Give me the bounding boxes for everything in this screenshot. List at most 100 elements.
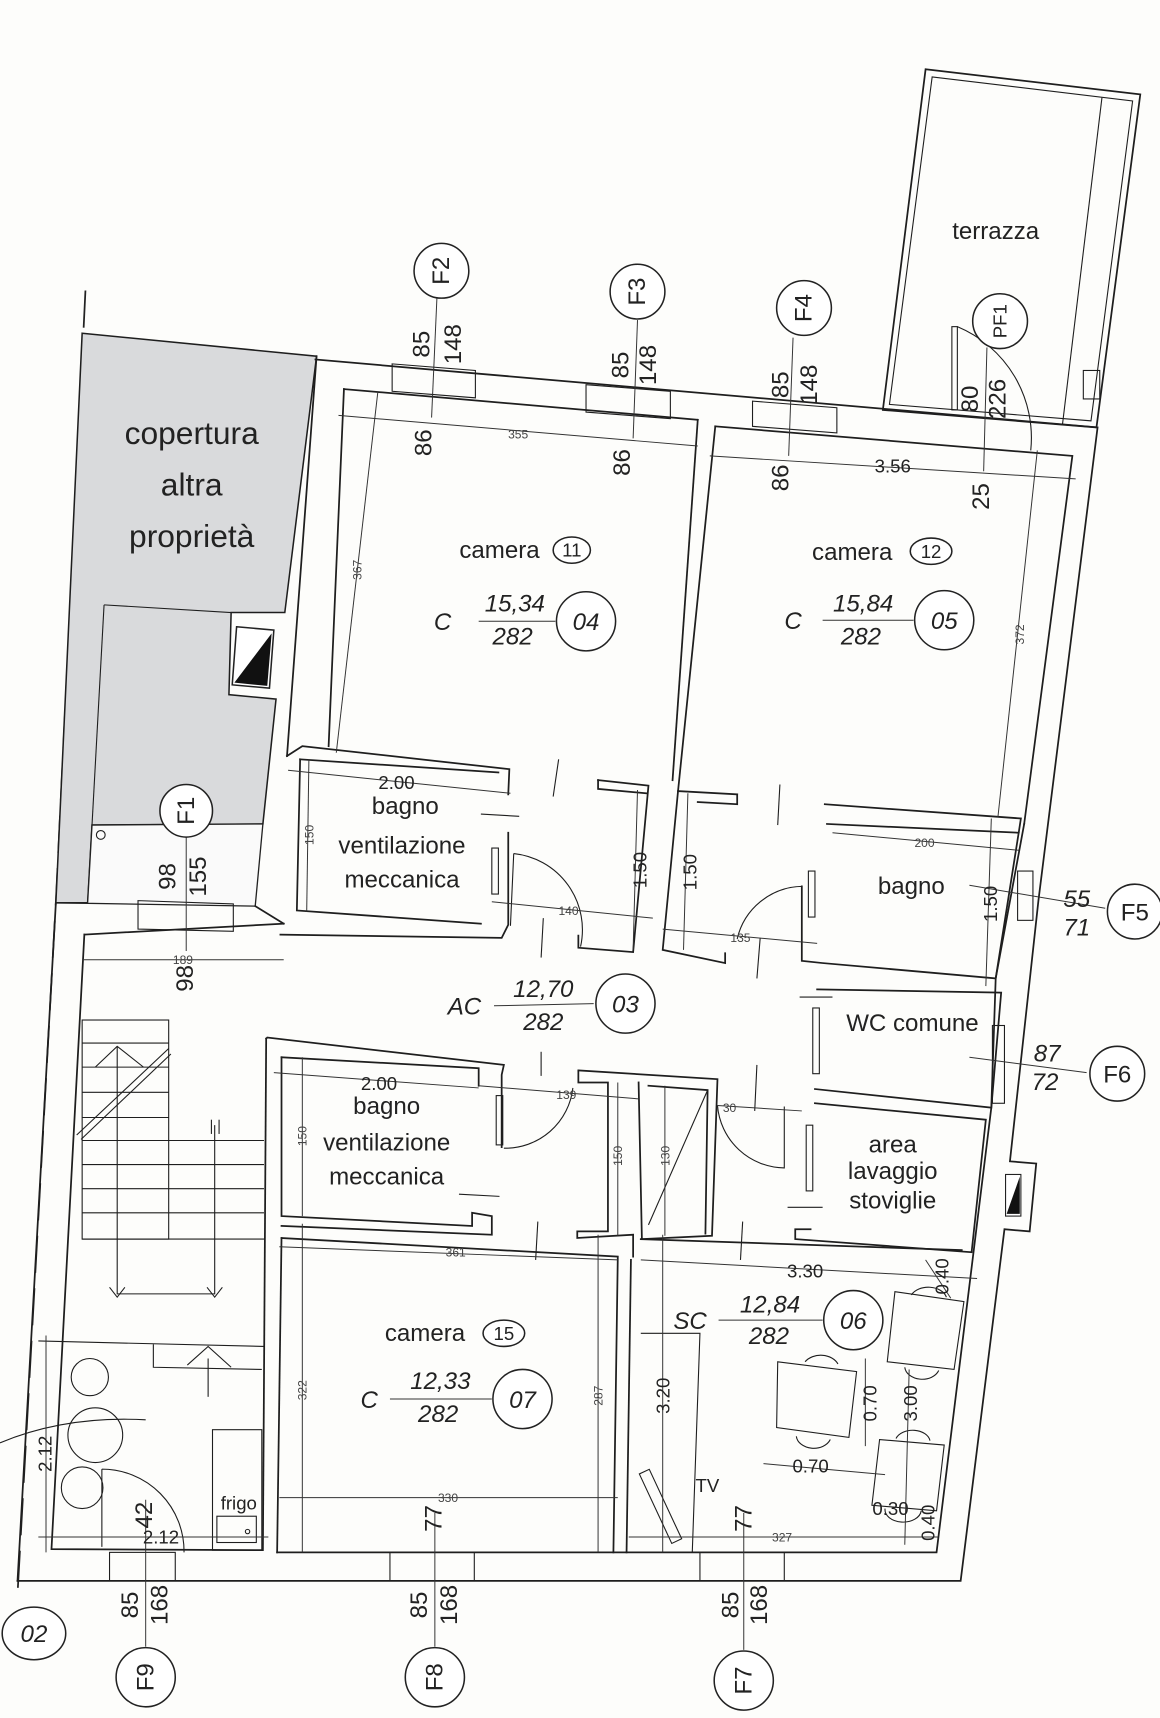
room-lavaggio: area lavaggio stoviglie xyxy=(848,1132,938,1215)
window-width: 87 xyxy=(1034,1041,1062,1068)
window-id: F5 xyxy=(1121,899,1149,926)
window-id: F7 xyxy=(730,1666,757,1694)
window-sill: 86 xyxy=(411,429,438,456)
room-label-line: ventilazione xyxy=(323,1129,450,1156)
dim-label: 372 xyxy=(1013,624,1027,644)
window-height: 148 xyxy=(796,365,823,405)
windows xyxy=(108,363,1034,1582)
window-tag-F1: F1 98 155 98 xyxy=(154,783,214,992)
dim-label: 0.70 xyxy=(859,1385,880,1421)
dim-label: 327 xyxy=(772,1530,792,1544)
room-label-line: meccanica xyxy=(329,1163,445,1190)
window-sill: 98 xyxy=(172,965,199,992)
interior-walls xyxy=(262,418,1022,1554)
dim-label: 130 xyxy=(658,1146,672,1166)
room-id: 03 xyxy=(612,991,639,1018)
window-sill: 86 xyxy=(609,449,636,476)
fridge-icon xyxy=(211,1429,263,1551)
window-height: 168 xyxy=(746,1585,773,1625)
window-height: 168 xyxy=(147,1585,174,1625)
window-sill: 86 xyxy=(768,464,795,491)
dimension-labels: 355 367 3.56 372 2.00 150 1.50 1.50 140 … xyxy=(34,427,1027,1547)
room-number: 15 xyxy=(494,1323,515,1344)
window-id: PF1 xyxy=(990,304,1011,338)
window-tag-F2: F2 85 148 86 xyxy=(408,242,470,456)
window-id: F6 xyxy=(1103,1061,1131,1088)
unit-tag: 02 xyxy=(1,1606,67,1661)
room-id: 05 xyxy=(931,608,958,635)
room-label-line: stoviglie xyxy=(849,1187,936,1214)
room-name: camera xyxy=(459,537,540,564)
room-label-line: bagno xyxy=(353,1093,420,1120)
dim-label: 0.70 xyxy=(792,1455,828,1476)
dim-label: 0.40 xyxy=(932,1258,953,1294)
window-height: 71 xyxy=(1063,915,1090,942)
room-height: 282 xyxy=(840,623,882,650)
dim-label: 1.50 xyxy=(680,854,701,890)
room-height: 282 xyxy=(522,1009,564,1036)
room-height: 282 xyxy=(492,623,534,650)
window-width: 85 xyxy=(608,352,635,379)
dim-label: 367 xyxy=(350,559,364,579)
dim-label: 139 xyxy=(556,1088,576,1102)
dim-label: 287 xyxy=(591,1385,605,1405)
dim-label: 2.12 xyxy=(34,1436,55,1472)
room-bagno-label: bagno xyxy=(878,873,945,900)
dim-label: 1.50 xyxy=(980,886,1001,922)
dim-label: 150 xyxy=(302,825,316,845)
room-height: 282 xyxy=(417,1401,459,1428)
tv-label: TV xyxy=(696,1475,720,1496)
window-width: 55 xyxy=(1063,886,1090,913)
dimension-lines xyxy=(38,294,1106,1650)
window-id: F4 xyxy=(791,294,818,322)
dim-label: 2.00 xyxy=(361,1073,397,1094)
window-height: 155 xyxy=(185,856,212,896)
dim-label: 150 xyxy=(296,1126,310,1146)
staircase xyxy=(76,1019,264,1299)
room-name: camera xyxy=(812,539,893,566)
window-tag-F4: F4 85 148 86 xyxy=(768,279,833,491)
room-label-line: meccanica xyxy=(344,866,460,893)
copertura-label-3: proprietà xyxy=(129,518,255,554)
room-area: 12,84 xyxy=(740,1291,800,1318)
window-tag-F9: 42 85 168 F9 xyxy=(115,1502,177,1708)
copertura-label-1: copertura xyxy=(125,415,259,451)
dim-label: 2.00 xyxy=(378,772,414,793)
room-type: C xyxy=(784,608,802,635)
neighbour-roof-area xyxy=(55,332,318,907)
window-width: 98 xyxy=(154,863,181,890)
window-sill: 25 xyxy=(968,483,995,510)
room-height: 282 xyxy=(748,1323,790,1350)
terrace-label: terrazza xyxy=(952,218,1040,245)
window-tag-PF1: PF1 80 226 25 xyxy=(957,293,1029,510)
dim-label: 3.00 xyxy=(900,1385,921,1421)
room-type: C xyxy=(434,609,452,636)
window-height: 72 xyxy=(1032,1069,1059,1096)
window-height: 148 xyxy=(635,345,662,385)
window-height: 168 xyxy=(436,1585,463,1625)
dim-label: 322 xyxy=(296,1380,310,1400)
copertura-label-2: altra xyxy=(161,466,223,502)
dim-label: 135 xyxy=(730,931,750,945)
dim-label: 2.12 xyxy=(143,1527,179,1548)
window-sill: 77 xyxy=(420,1505,447,1532)
room-type: C xyxy=(360,1387,378,1414)
window-id: F1 xyxy=(173,797,200,825)
window-sill: 77 xyxy=(730,1505,757,1532)
room-type: SC xyxy=(673,1308,707,1335)
room-bagno-vm-1: bagno ventilazione meccanica xyxy=(338,793,465,893)
dim-label: 3.30 xyxy=(787,1260,823,1281)
room-wc-label: WC comune xyxy=(846,1010,978,1037)
window-width: 85 xyxy=(117,1592,144,1619)
dim-label: 355 xyxy=(508,427,528,441)
room-type: AC xyxy=(446,994,482,1021)
dim-label: 0.40 xyxy=(917,1505,938,1541)
unit-id: 02 xyxy=(21,1621,48,1648)
room-corridor: AC 12,70 282 03 xyxy=(446,973,656,1036)
tv-icon xyxy=(638,1468,683,1545)
window-id: F2 xyxy=(428,257,455,285)
room-camera-12: camera 12 C 15,84 282 05 xyxy=(784,537,975,651)
window-width: 85 xyxy=(717,1592,744,1619)
room-area: 15,84 xyxy=(833,590,893,617)
